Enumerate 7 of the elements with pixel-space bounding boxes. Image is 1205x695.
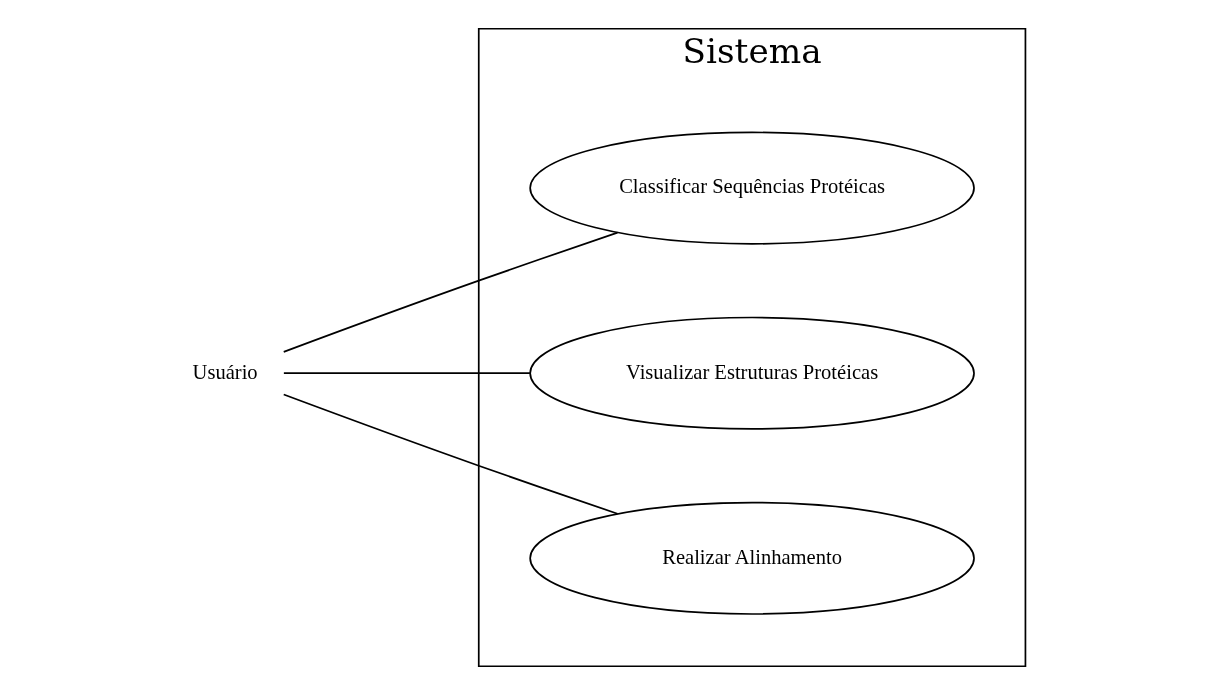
node-ellipse: Visualizar Estruturas Protéicas [528,316,975,430]
connector [282,231,618,353]
connector [282,393,618,515]
connector [282,372,531,375]
node-ellipse: Classificar Sequências Protéicas [528,131,975,245]
node-text: Usuário [192,360,258,383]
node-ellipse: Realizar Alinhamento [528,501,975,615]
